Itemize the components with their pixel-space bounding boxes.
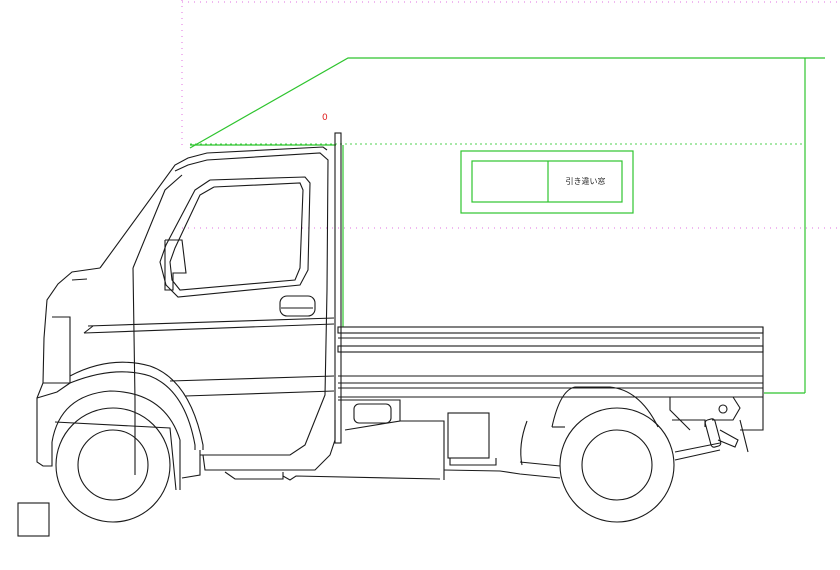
origin-marker-label: 0 — [322, 113, 328, 123]
scale-box — [17, 502, 50, 537]
front-wheel — [55, 407, 171, 523]
rear-wheel — [559, 407, 675, 523]
window-label: 引き違い窓 — [565, 177, 606, 186]
guide-lines — [181, 0, 840, 229]
truck-bed — [337, 326, 764, 480]
truck-cab — [36, 132, 441, 491]
sliding-window — [460, 150, 634, 214]
camper-body-outline — [189, 57, 825, 394]
